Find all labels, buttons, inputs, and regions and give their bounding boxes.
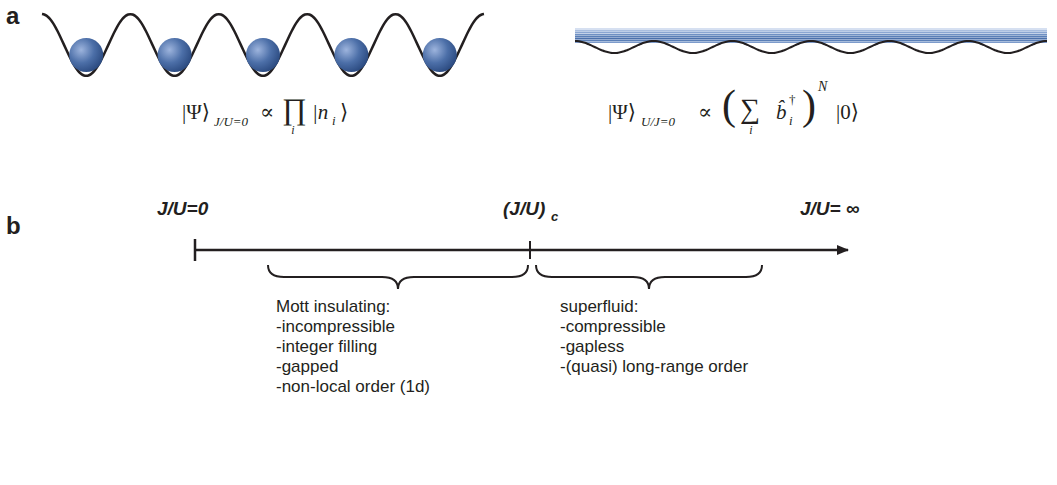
formula-part: b̂	[776, 102, 787, 123]
atom	[158, 38, 192, 72]
formula-part: |Ψ⟩	[608, 102, 636, 123]
formula-part: |n	[312, 102, 328, 123]
formula-part: |0⟩	[836, 102, 859, 123]
formula-superscript: N	[818, 80, 827, 94]
panel-letter: b	[6, 214, 21, 238]
band-line	[575, 32, 1047, 34]
atoms	[69, 38, 457, 72]
phase-property: -integer filling	[276, 338, 377, 355]
formula-part: |Ψ⟩	[182, 102, 210, 123]
band-line	[575, 28, 1047, 30]
formula-subscript: U/J=0	[641, 115, 675, 128]
formula-part: ∝	[698, 102, 712, 123]
formula-part: ∑	[740, 95, 760, 123]
axis-arrow	[195, 249, 848, 252]
atom	[69, 38, 103, 72]
formula-superscript: †	[789, 93, 796, 106]
phase-heading: superfluid:	[560, 298, 638, 315]
atom	[246, 38, 280, 72]
brace	[268, 265, 528, 289]
phase-property: -(quasi) long-range order	[560, 358, 748, 375]
formula-subscript: i	[789, 114, 793, 127]
formula-bracket: )	[802, 84, 816, 126]
phase-property: -gapless	[560, 338, 624, 355]
phase-property: -compressible	[560, 318, 666, 335]
band-line	[575, 36, 1047, 38]
formula-index: i	[749, 124, 752, 136]
atom	[334, 38, 368, 72]
potential-curve	[575, 41, 1047, 53]
formula-part: ⟩	[340, 102, 348, 123]
formula-subscript: i	[332, 114, 336, 127]
formula-bracket: (	[722, 84, 736, 126]
axis-label: (J/U)	[503, 199, 545, 218]
potential-curve	[42, 14, 484, 76]
band-line	[575, 34, 1047, 36]
axis-label: J/U= ∞	[800, 199, 860, 218]
axis-subscript: c	[551, 210, 558, 223]
formula-part: ∝	[260, 102, 274, 123]
lattice-potential	[42, 14, 484, 76]
brace	[536, 265, 762, 289]
axis-tick	[529, 241, 531, 259]
phase-property: -incompressible	[276, 318, 395, 335]
axis-label: J/U=0	[157, 199, 208, 218]
axis-tick	[194, 239, 197, 261]
band-line	[575, 30, 1047, 32]
phase-property: -non-local order (1d)	[276, 378, 430, 395]
band-line	[575, 38, 1047, 40]
atom	[423, 38, 457, 72]
formula-subscript: J/U=0	[214, 115, 248, 128]
shallow-lattice	[575, 41, 1047, 53]
formula-index: i	[291, 124, 294, 136]
phase-heading: Mott insulating:	[276, 298, 390, 315]
phase-property: -gapped	[276, 358, 338, 375]
formula-part: ∏	[282, 94, 307, 124]
panel-letter: a	[6, 4, 19, 28]
braces	[268, 265, 762, 289]
